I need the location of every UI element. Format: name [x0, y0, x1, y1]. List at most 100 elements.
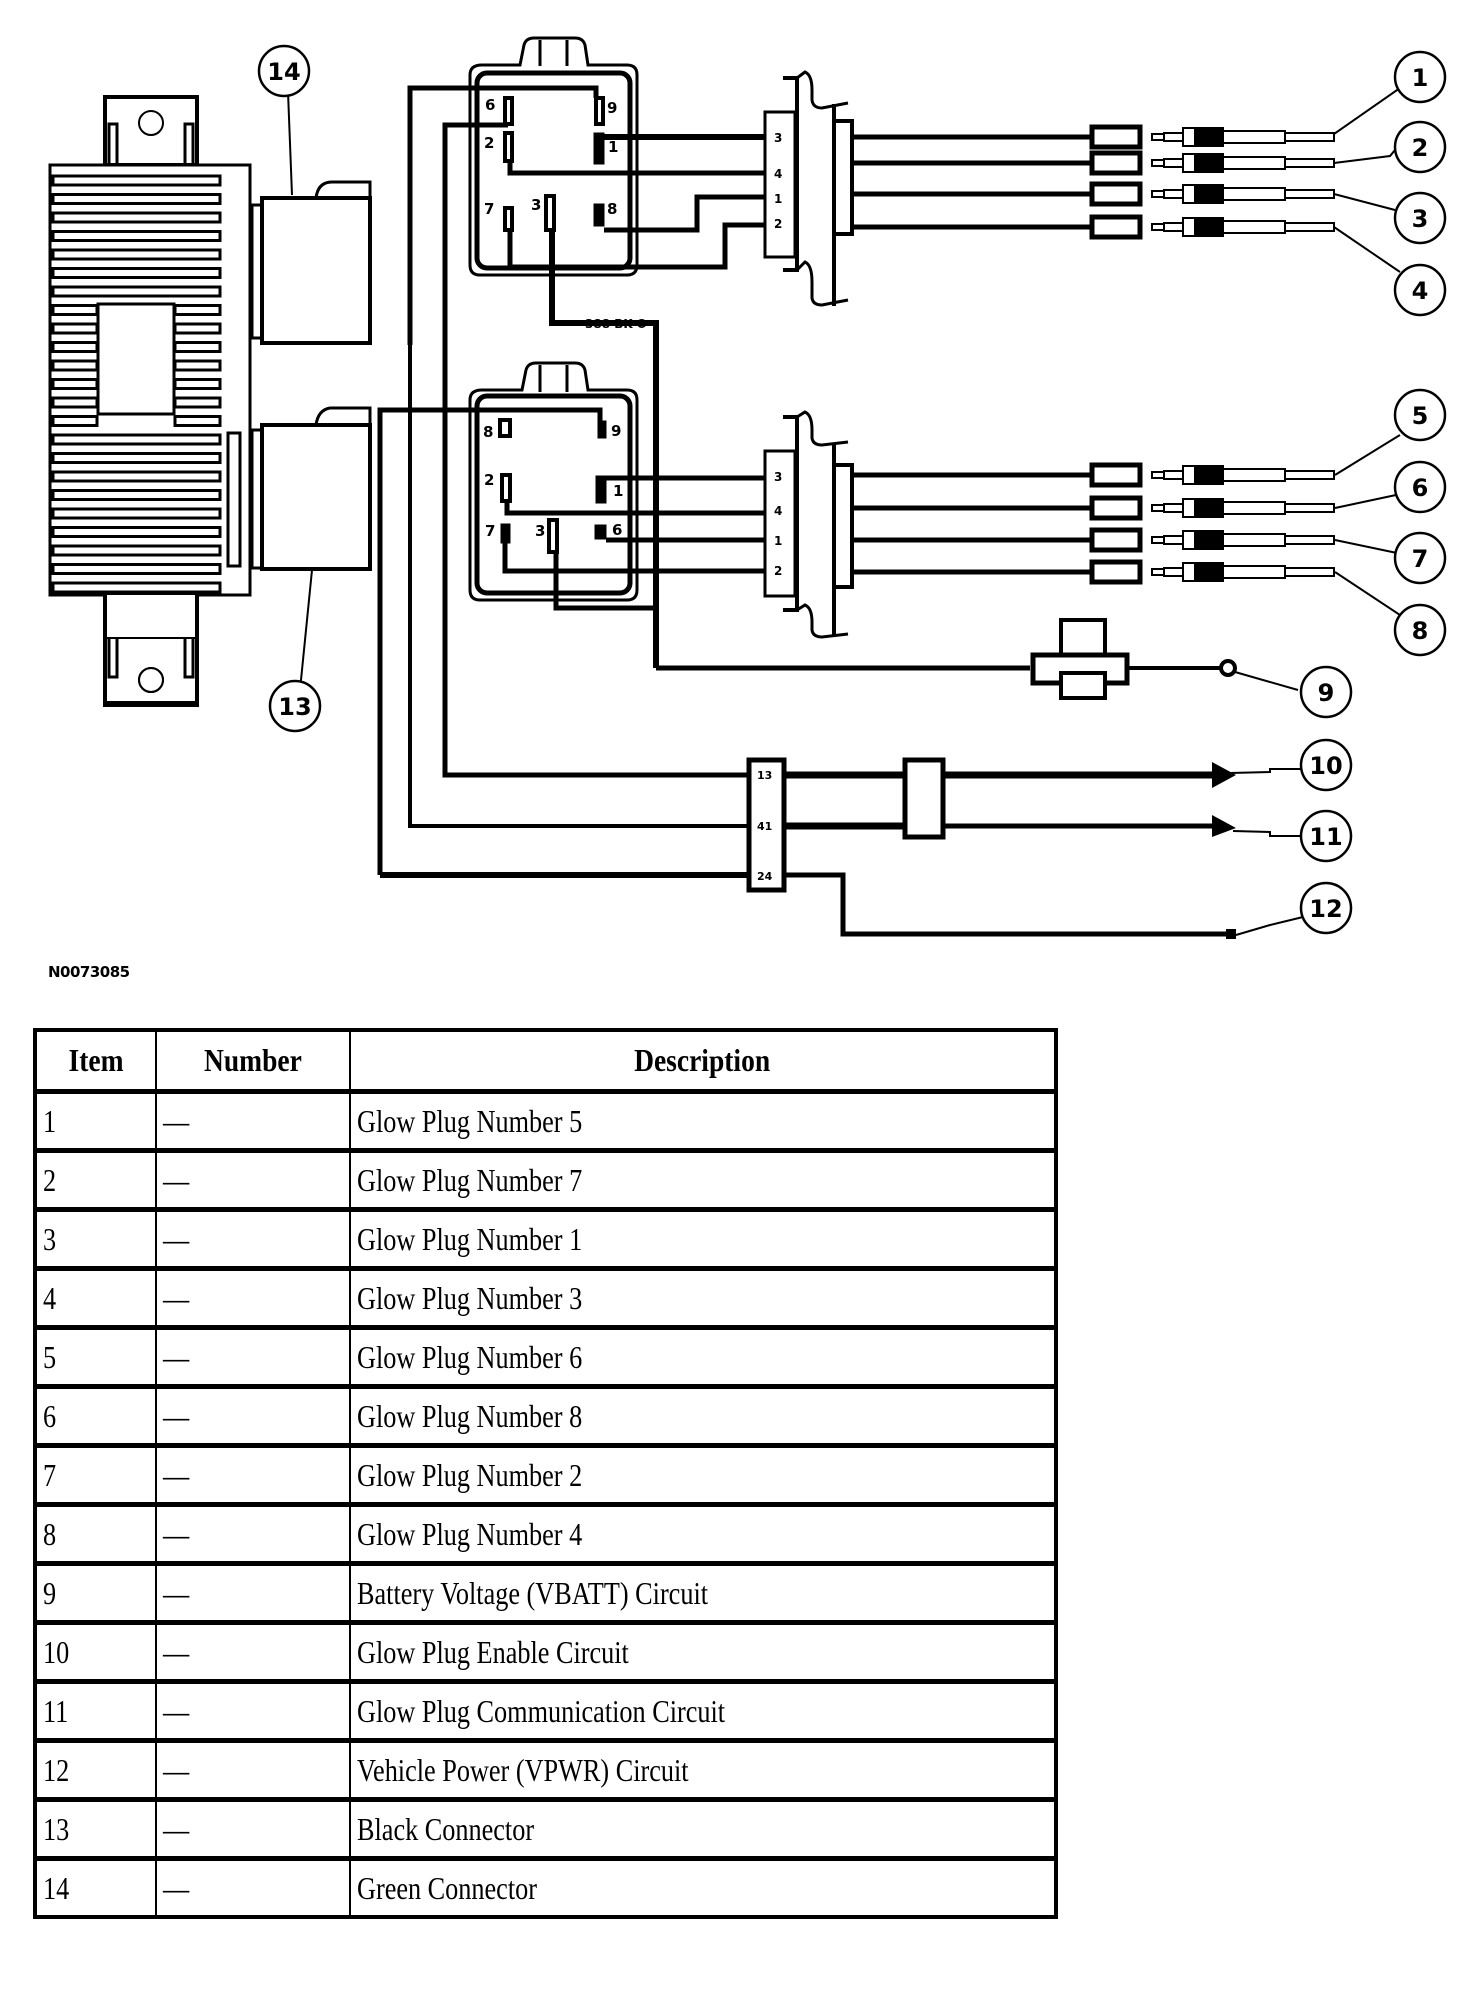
heat-sink-fin — [51, 581, 222, 594]
table-row: 13—Black Connector — [34, 1797, 1057, 1859]
callout-13: 13 — [268, 679, 322, 733]
relay-pin-label: 8 — [483, 423, 493, 441]
cell-number: — — [155, 1620, 351, 1682]
glow-plug — [852, 181, 1335, 207]
table-row: 11—Glow Plug Communication Circuit — [34, 1679, 1057, 1741]
callout-label: 14 — [267, 58, 300, 86]
glow-plug — [852, 559, 1335, 585]
callout-label: 9 — [1318, 679, 1335, 707]
heat-sink-fin — [173, 378, 222, 390]
table-row: 1—Glow Plug Number 5 — [34, 1089, 1057, 1151]
column-header-item: Item — [34, 1030, 157, 1092]
inline-pin-label: 1 — [774, 534, 782, 548]
inline-pin-label: 13 — [757, 769, 772, 782]
callout-circle — [1393, 388, 1447, 442]
callout-circle — [257, 44, 311, 98]
relay-pin-label: 6 — [612, 521, 622, 539]
callout-2: 2 — [1393, 120, 1447, 174]
callout-circle — [1299, 738, 1353, 792]
table-row: 14—Green Connector — [34, 1856, 1057, 1917]
wire-color-label: 388 BK-O — [585, 317, 647, 331]
cell-description: Black Connector — [349, 1797, 1057, 1859]
callout-1: 1 — [1393, 50, 1447, 104]
callout-circle — [1299, 881, 1353, 935]
callout-label: 11 — [1309, 823, 1342, 851]
cell-description: Glow Plug Number 6 — [349, 1325, 1057, 1387]
heat-sink-fin — [51, 470, 222, 483]
callout-label: 3 — [1412, 205, 1429, 233]
callout-label: 13 — [278, 693, 311, 721]
cell-item: 6 — [34, 1384, 157, 1446]
cell-number: — — [155, 1856, 351, 1917]
callout-9: 9 — [1299, 665, 1353, 719]
upper-inline-connector: 3 4 1 2 — [763, 70, 854, 307]
cell-item: 2 — [34, 1148, 157, 1210]
heat-sink-fin — [173, 359, 222, 372]
inline-pin-label: 4 — [774, 504, 782, 518]
table-row: 12—Vehicle Power (VPWR) Circuit — [34, 1738, 1057, 1800]
relay-pin-label: 7 — [484, 200, 494, 218]
relay-pin-label: 3 — [531, 196, 541, 214]
lower-relay-connector: 8 9 2 1 7 3 6 — [468, 361, 639, 602]
callout-8: 8 — [1393, 603, 1447, 657]
callout-circle — [1393, 531, 1447, 585]
column-header-number: Number — [155, 1030, 351, 1092]
cell-number: — — [155, 1325, 351, 1387]
heat-sink-fin — [51, 433, 222, 446]
glow-plug — [852, 527, 1335, 553]
cell-description: Glow Plug Number 4 — [349, 1502, 1057, 1564]
glow-plug-control-module — [48, 95, 252, 707]
heat-sink-fin — [51, 359, 99, 372]
callout-6: 6 — [1393, 460, 1447, 514]
callout-7: 7 — [1393, 531, 1447, 585]
callout-label: 7 — [1412, 545, 1429, 573]
relay-pin-label: 2 — [484, 134, 494, 152]
cell-item: 14 — [34, 1856, 157, 1917]
heat-sink-fin — [51, 193, 222, 205]
lower-relay-wiring — [377, 407, 765, 875]
heat-sink-fin — [51, 452, 222, 464]
heat-sink-fin — [51, 248, 222, 261]
callout-4: 4 — [1393, 263, 1447, 317]
heat-sink-fin — [51, 489, 222, 501]
table-row: 8—Glow Plug Number 4 — [34, 1502, 1057, 1564]
heat-sink-fin — [51, 341, 99, 353]
callout-circle — [1299, 665, 1353, 719]
cell-number: — — [155, 1089, 351, 1151]
cell-item: 12 — [34, 1738, 157, 1800]
callout-label: 1 — [1412, 64, 1429, 92]
cell-number: — — [155, 1679, 351, 1741]
heat-sink-fin — [51, 526, 222, 538]
callout-leaders — [287, 87, 1401, 936]
cell-item: 9 — [34, 1561, 157, 1623]
glow-plug-wiring-diagram: 6 9 2 1 7 3 8 8 9 2 1 7 3 6 — [0, 0, 1458, 960]
heat-sink-fin — [173, 415, 222, 427]
inline-pin-label: 3 — [774, 470, 782, 484]
callout-label: 8 — [1412, 617, 1429, 645]
heat-sink-fin — [51, 415, 99, 427]
figure-id: N0073085 — [48, 963, 130, 981]
table-header-row: Item Number Description — [34, 1030, 1057, 1092]
table-row: 7—Glow Plug Number 2 — [34, 1443, 1057, 1505]
callout-label: 10 — [1309, 752, 1342, 780]
cell-item: 4 — [34, 1266, 157, 1328]
cell-item: 3 — [34, 1207, 157, 1269]
heat-sink-fin — [51, 304, 99, 316]
callout-circle — [1393, 50, 1447, 104]
cell-item: 8 — [34, 1502, 157, 1564]
table-row: 2—Glow Plug Number 7 — [34, 1148, 1057, 1210]
green-connector — [250, 180, 372, 345]
cell-number: — — [155, 1443, 351, 1505]
heat-sink-fin — [173, 322, 222, 335]
callout-circle — [1393, 191, 1447, 245]
inline-pin-label: 2 — [774, 217, 782, 231]
callout-circle — [1393, 263, 1447, 317]
table-row: 3—Glow Plug Number 1 — [34, 1207, 1057, 1269]
heat-sink-fin — [173, 341, 222, 353]
cell-description: Glow Plug Number 2 — [349, 1443, 1057, 1505]
cell-number: — — [155, 1384, 351, 1446]
inline-pin-label: 2 — [774, 564, 782, 578]
cell-item: 5 — [34, 1325, 157, 1387]
cell-description: Glow Plug Number 5 — [349, 1089, 1057, 1151]
upper-relay-wiring — [407, 85, 765, 712]
